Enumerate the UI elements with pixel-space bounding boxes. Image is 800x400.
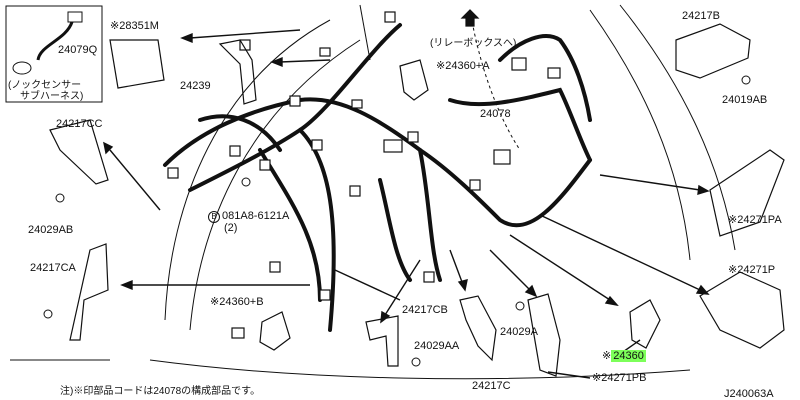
label-24217cc: 24217CC (56, 118, 103, 130)
circle-b-icon: B (208, 211, 220, 223)
protector-24271pb (527, 293, 561, 377)
bracket-24239 (218, 39, 257, 105)
label-24217cb: 24217CB (402, 304, 448, 316)
bracket-24217b (675, 23, 751, 79)
label-28351m: ※28351M (110, 20, 159, 32)
label-24360-highlighted: 24360 (611, 350, 646, 362)
label-24217ca: 24217CA (30, 262, 76, 274)
module-28351m (109, 39, 165, 89)
bracket-24217cb (365, 315, 399, 367)
relay-arrow (460, 9, 480, 27)
note-relay-box: (リレーボックスへ) (430, 38, 517, 49)
label-24360-prefix: ※ (602, 350, 612, 362)
label-24271pa: ※24271PA (728, 214, 782, 226)
label-bolt-qty: (2) (224, 222, 238, 234)
label-24360a: ※24360+A (436, 60, 490, 72)
footnote: 注)※印部品コードは24078の構成部品です。 (60, 386, 261, 397)
label-24360b: ※24360+B (210, 296, 264, 308)
connectors (167, 11, 561, 339)
label-24217c: 24217C (472, 380, 511, 392)
bracket-24217cc (49, 119, 109, 185)
clip-24360a (399, 59, 429, 101)
label-24029aa: 24029AA (414, 340, 460, 352)
clip-24360b (259, 311, 291, 351)
label-24029a: 24029A (500, 326, 538, 338)
diagram-id: J240063A (724, 388, 774, 400)
label-24078: 24078 (480, 108, 511, 120)
bolt-icons (43, 75, 751, 367)
label-24029ab: 24029AB (28, 224, 74, 236)
bracket-24217ca (69, 243, 109, 341)
protector-24271pa (709, 149, 785, 237)
knock-sensor-icon (12, 11, 83, 75)
label-24271pb: ※24271PB (592, 372, 647, 384)
note-knock-sensor-1: (ノックセンサー (8, 80, 82, 91)
label-24217b: 24217B (682, 10, 720, 22)
note-knock-sensor-2: サブハーネス) (20, 91, 84, 102)
inset-box (5, 5, 103, 103)
label-24239: 24239 (180, 80, 211, 92)
bracket-24217c (459, 295, 497, 362)
protector-24271p (699, 271, 785, 349)
label-24360: ※24360 (602, 350, 646, 362)
clip-24360 (629, 299, 661, 349)
leader-arrows (103, 29, 710, 379)
wiring-harness (163, 23, 592, 332)
label-24079q: 24079Q (58, 44, 98, 56)
label-24271p: ※24271P (728, 264, 776, 276)
label-24019ab: 24019AB (722, 94, 768, 106)
label-bolt-number: 081A8-6121A (222, 210, 290, 222)
